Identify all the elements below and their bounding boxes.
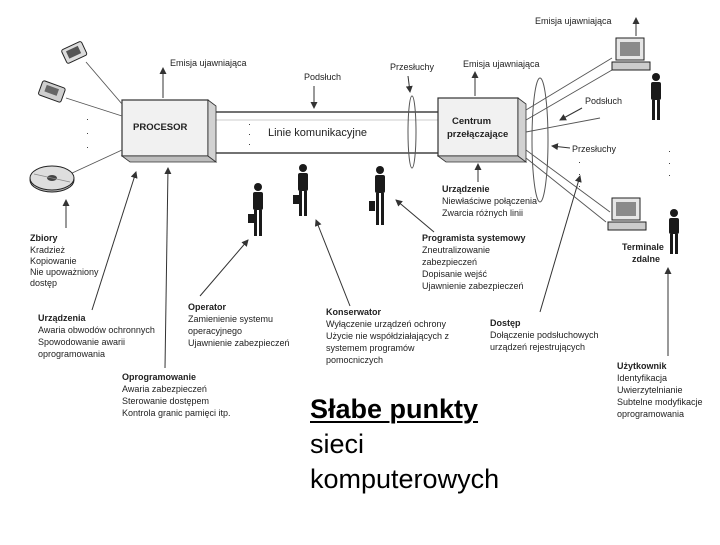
wiretap-label-line: Podsłuch	[304, 72, 341, 82]
emission-label-center: Emisja ujawniająca	[463, 59, 540, 69]
wiretap-label-remote: Podsłuch	[585, 96, 622, 106]
computer-icon	[607, 197, 647, 231]
svg-text:·: ·	[578, 181, 581, 191]
group-operator: Operator Zamienienie systemu operacyjneg…	[188, 302, 290, 348]
svg-text:Kradzież: Kradzież	[30, 245, 66, 255]
svg-text:oprogramowania: oprogramowania	[38, 349, 105, 359]
emission-label-terminal: Emisja ujawniająca	[535, 16, 612, 26]
svg-text:Zwarcia różnych linii: Zwarcia różnych linii	[442, 208, 523, 218]
remote-terminals-label-2: zdalne	[632, 254, 660, 264]
group-urzadzenia: Urządzenia Awaria obwodów ochronnych Spo…	[38, 313, 155, 359]
svg-text:Programista systemowy: Programista systemowy	[422, 233, 526, 243]
group-zbiory: Zbiory Kradzież Kopiowanie Nie upoważnio…	[30, 233, 99, 288]
switching-center-label-2: przełączające	[447, 129, 508, 140]
svg-text:·: ·	[86, 142, 89, 152]
svg-text:Zneutralizowanie: Zneutralizowanie	[422, 245, 490, 255]
svg-text:Spowodowanie awarii: Spowodowanie awarii	[38, 337, 125, 347]
svg-text:Dostęp: Dostęp	[490, 318, 521, 328]
svg-text:Oprogramowanie: Oprogramowanie	[122, 372, 196, 382]
svg-text:Użytkownik: Użytkownik	[617, 361, 668, 371]
switching-center-label-1: Centrum	[452, 116, 491, 127]
svg-text:Awaria zabezpieczeń: Awaria zabezpieczeń	[122, 384, 207, 394]
disk-storage-icon	[29, 165, 75, 193]
svg-text:Zamienienie systemu: Zamienienie systemu	[188, 314, 273, 324]
svg-text:Urządzenie: Urządzenie	[442, 184, 490, 194]
remote-terminals-label-1: Terminale	[622, 242, 664, 252]
svg-text:Dołączenie podsłuchowych: Dołączenie podsłuchowych	[490, 330, 599, 340]
svg-text:pomocniczych: pomocniczych	[326, 355, 383, 365]
group-uzytkownik: Użytkownik Identyfikacja Uwierzytelniani…	[617, 361, 703, 419]
processor-label: PROCESOR	[133, 122, 188, 133]
crosstalk-label-line: Przesłuchy	[390, 62, 435, 72]
caption-title: Słabe punkty	[310, 394, 479, 424]
svg-text:·: ·	[248, 129, 251, 139]
svg-text:Niewłaściwe połączenia: Niewłaściwe połączenia	[442, 196, 537, 206]
svg-text:·: ·	[578, 157, 581, 167]
svg-text:Awaria obwodów ochronnych: Awaria obwodów ochronnych	[38, 325, 155, 335]
svg-text:·: ·	[86, 128, 89, 138]
svg-text:Ujawnienie zabezpieczeń: Ujawnienie zabezpieczeń	[188, 338, 290, 348]
svg-text:systemem programów: systemem programów	[326, 343, 415, 353]
svg-text:Identyfikacja: Identyfikacja	[617, 373, 667, 383]
svg-text:urządzeń rejestrujących: urządzeń rejestrujących	[490, 342, 585, 352]
group-oprogramowanie: Oprogramowanie Awaria zabezpieczeń Stero…	[122, 372, 231, 418]
svg-text:Zbiory: Zbiory	[30, 233, 58, 243]
svg-text:Sterowanie dostępem: Sterowanie dostępem	[122, 396, 209, 406]
caption-line-3: komputerowych	[310, 464, 500, 494]
svg-text:·: ·	[248, 139, 251, 149]
terminal-links	[525, 57, 613, 223]
svg-text:Urządzenia: Urządzenia	[38, 313, 87, 323]
group-programista: Programista systemowy Zneutralizowanie z…	[422, 233, 526, 291]
computer-icon	[611, 37, 651, 71]
person-icon	[293, 164, 308, 216]
svg-text:·: ·	[668, 146, 671, 156]
svg-text:·: ·	[668, 158, 671, 168]
svg-text:operacyjnego: operacyjnego	[188, 326, 242, 336]
remote-line-ellipse	[531, 77, 549, 203]
switching-center-box	[436, 97, 528, 163]
svg-text:Uwierzytelnianie: Uwierzytelnianie	[617, 385, 683, 395]
group-dostep: Dostęp Dołączenie podsłuchowych urządzeń…	[490, 318, 599, 352]
svg-text:Kontrola granic pamięci itp.: Kontrola granic pamięci itp.	[122, 408, 231, 418]
person-icon	[651, 73, 661, 120]
svg-text:·: ·	[86, 114, 89, 124]
disk-drive-icon	[38, 80, 66, 103]
crosstalk-ellipse	[407, 95, 417, 169]
svg-text:Użycie nie współdziałających z: Użycie nie współdziałających z	[326, 331, 450, 341]
group-konserwator: Konserwator Wyłączenie urządzeń ochrony …	[326, 307, 450, 365]
svg-text:Wyłączenie urządzeń ochrony: Wyłączenie urządzeń ochrony	[326, 319, 446, 329]
svg-text:zabezpieczeń: zabezpieczeń	[422, 257, 477, 267]
svg-text:Operator: Operator	[188, 302, 227, 312]
svg-text:oprogramowania: oprogramowania	[617, 409, 684, 419]
person-icon	[669, 209, 679, 254]
caption-line-2: sieci	[310, 429, 365, 459]
group-urzadzenie: Urządzenie Niewłaściwe połączenia Zwarci…	[442, 184, 537, 218]
line-dots: ·	[248, 119, 251, 129]
svg-text:dostęp: dostęp	[30, 278, 57, 288]
svg-text:Ujawnienie zabezpieczeń: Ujawnienie zabezpieczeń	[422, 281, 524, 291]
terminal-device-icon	[61, 41, 88, 64]
svg-text:Subtelne modyfikacje: Subtelne modyfikacje	[617, 397, 703, 407]
svg-text:·: ·	[578, 169, 581, 179]
svg-text:Nie upoważniony: Nie upoważniony	[30, 267, 99, 277]
communication-line-label: Linie komunikacyjne	[268, 127, 367, 139]
processor-box	[120, 99, 218, 163]
crosstalk-label-remote: Przesłuchy	[572, 144, 617, 154]
svg-text:·: ·	[668, 170, 671, 180]
emission-label-processor: Emisja ujawniająca	[170, 58, 247, 68]
svg-text:Kopiowanie: Kopiowanie	[30, 256, 77, 266]
svg-text:Konserwator: Konserwator	[326, 307, 382, 317]
person-icon	[248, 183, 263, 236]
person-icon	[369, 166, 385, 225]
communication-line	[210, 111, 440, 154]
svg-text:Dopisanie wejść: Dopisanie wejść	[422, 269, 488, 279]
slide-caption: Słabe punkty sieci komputerowych	[310, 392, 570, 497]
